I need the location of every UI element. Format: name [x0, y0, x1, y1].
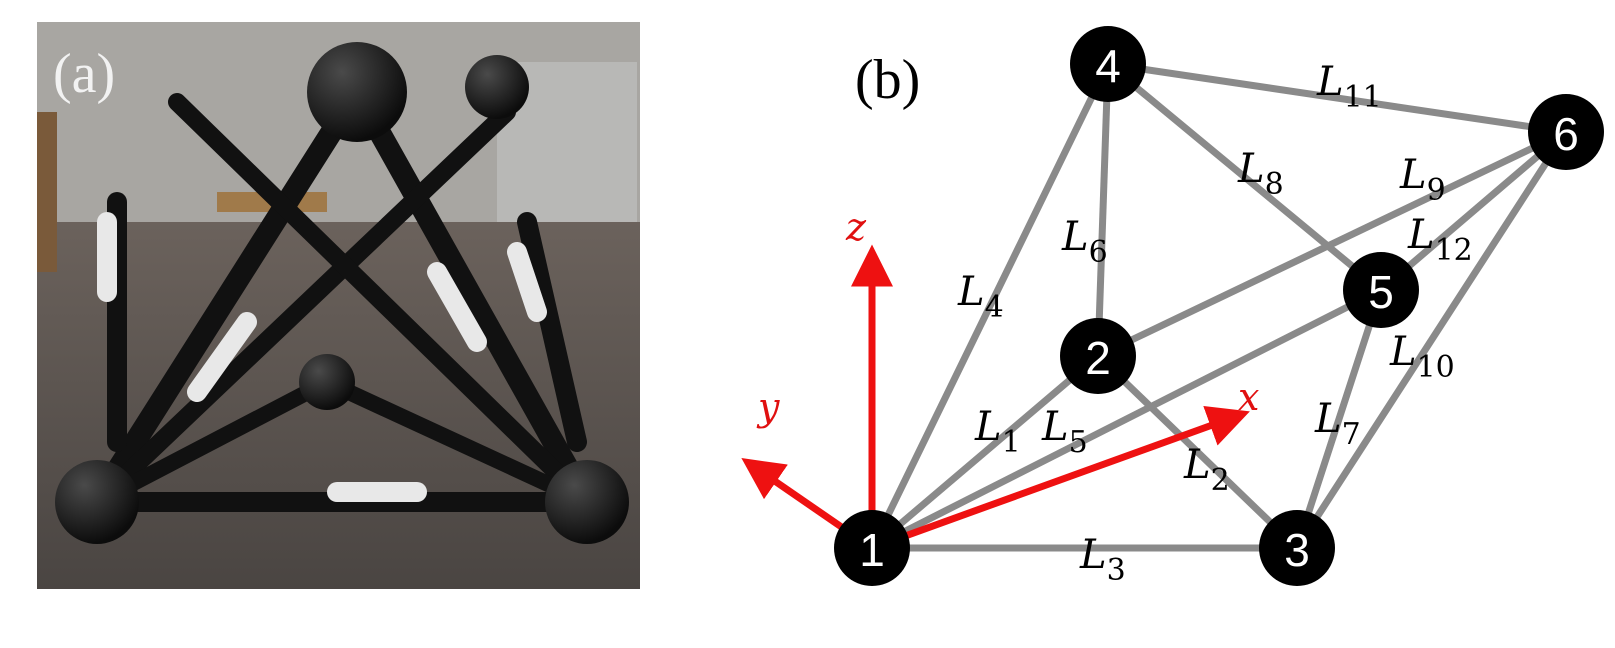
edge-label-L5: L5 [1041, 404, 1088, 460]
robot-struts [86, 81, 598, 513]
node-4-circle [1070, 26, 1146, 102]
edge-label-L7: L7 [1314, 396, 1361, 452]
node-2-label: 2 [1085, 332, 1111, 384]
node-4: 4 [1070, 26, 1146, 102]
node-2-circle [1060, 318, 1136, 394]
axes-layer: z y x [741, 205, 1259, 552]
edge-label-L1: L1 [974, 404, 1021, 460]
node-6-label: 6 [1553, 108, 1579, 160]
edge-L1 [869, 353, 1101, 551]
edge-L2 [1095, 353, 1300, 551]
node-4-label: 4 [1095, 40, 1121, 92]
panel-b-label: (b) [855, 49, 920, 111]
edge-label-L2: L2 [1183, 442, 1230, 498]
edge-label-L11: L11 [1316, 59, 1382, 115]
node-2: 2 [1060, 318, 1136, 394]
axis-z-label: z [845, 205, 867, 249]
edge-label-L4: L4 [957, 269, 1004, 325]
robot-photo: (a) [37, 22, 640, 589]
edge-L11 [1107, 60, 1567, 136]
edge-L9 [1096, 128, 1568, 360]
edge-L5 [870, 286, 1383, 552]
node-3-label: 3 [1284, 524, 1310, 576]
node-6-circle [1528, 94, 1604, 170]
edge-label-L10: L10 [1389, 329, 1455, 385]
node-1: 1 [834, 510, 910, 586]
edge-L8 [1105, 61, 1384, 293]
edge-label-L12: L12 [1407, 212, 1473, 268]
edge-L7 [1293, 288, 1385, 550]
robot-joint-balls [55, 42, 629, 544]
edge-label-L6: L6 [1061, 214, 1108, 270]
node-1-label: 1 [859, 524, 885, 576]
edge-L12 [1378, 129, 1569, 293]
axis-y-label: y [756, 385, 780, 429]
node-5: 5 [1343, 252, 1419, 328]
axis-x-label: x [1238, 375, 1259, 419]
node-3-circle [1259, 510, 1335, 586]
panel-a-label: (a) [53, 43, 115, 105]
edge-L6 [1094, 63, 1112, 357]
robot-tubes [97, 212, 547, 502]
edge-label-L9: L9 [1399, 152, 1446, 208]
edge-L10 [1294, 130, 1569, 550]
node-6: 6 [1528, 94, 1604, 170]
node-1-circle [834, 510, 910, 586]
node-5-label: 5 [1368, 266, 1394, 318]
node-layer: 1 2 3 4 5 6 [834, 26, 1604, 586]
edge-layer [868, 60, 1569, 552]
node-5-circle [1343, 252, 1419, 328]
axis-x-arrow [870, 405, 1250, 552]
edge-label-L8: L8 [1237, 146, 1284, 202]
edge-label-L3: L3 [1079, 532, 1126, 588]
node-3: 3 [1259, 510, 1335, 586]
edge-L4 [868, 62, 1112, 550]
